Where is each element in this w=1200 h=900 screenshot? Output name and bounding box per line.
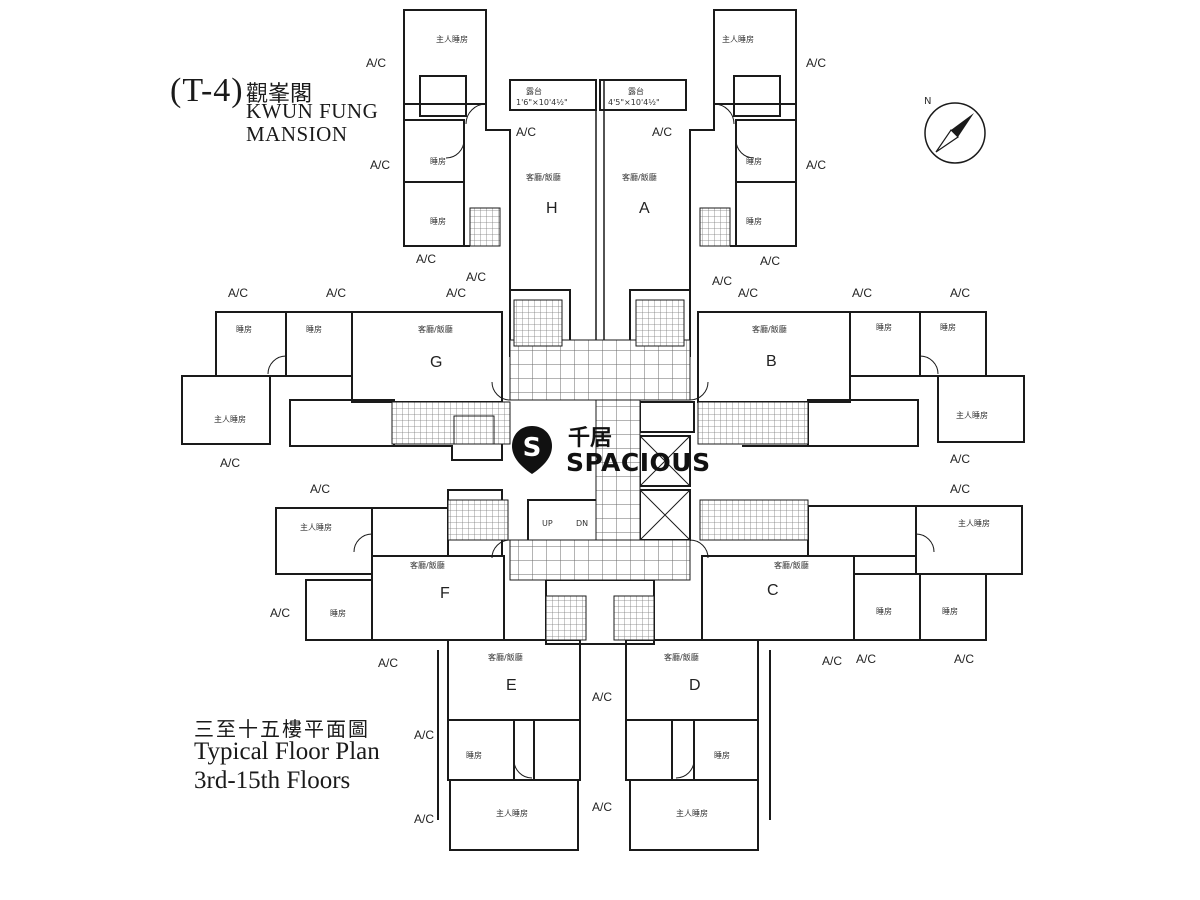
ac-marker: A/C — [950, 452, 971, 466]
ac-marker: A/C — [220, 456, 241, 470]
room-bedroom: 睡房 — [876, 607, 892, 616]
ac-marker: A/C — [228, 286, 249, 300]
tower-code: (T-4) — [170, 72, 244, 109]
ac-marker: A/C — [270, 606, 291, 620]
room-bedroom: 睡房 — [876, 323, 892, 332]
ac-marker: A/C — [592, 800, 613, 814]
ac-marker: A/C — [366, 56, 387, 70]
balcony-dimension: 1'6"×10'4½" — [516, 98, 568, 107]
door-swings — [267, 103, 939, 779]
ac-marker: A/C — [416, 252, 437, 266]
unit-h-walls — [403, 9, 597, 290]
compass-north-label: N — [924, 96, 932, 107]
room-bedroom: 睡房 — [746, 217, 762, 226]
unit-label-c: C — [767, 582, 779, 599]
tiled-floor-areas — [391, 207, 809, 641]
room-bedroom: 睡房 — [330, 609, 346, 618]
room-living-dining: 客廳/飯廳 — [488, 653, 523, 662]
ac-marker: A/C — [378, 656, 399, 670]
room-bedroom: 睡房 — [940, 323, 956, 332]
spacious-logo-icon: S — [512, 426, 552, 474]
ac-marker: A/C — [760, 254, 781, 268]
room-living-dining: 客廳/飯廳 — [410, 561, 445, 570]
unit-d-walls — [625, 639, 771, 851]
ac-marker: A/C — [712, 274, 733, 288]
room-living-dining: 客廳/飯廳 — [752, 325, 787, 334]
room-living-dining: 客廳/飯廳 — [664, 653, 699, 662]
room-master-bedroom: 主人睡房 — [300, 523, 332, 532]
ac-marker: A/C — [414, 728, 435, 742]
ac-marker: A/C — [466, 270, 487, 284]
ac-marker: A/C — [822, 654, 843, 668]
north-compass-icon — [924, 102, 986, 164]
room-bedroom: 睡房 — [236, 325, 252, 334]
room-bedroom: 睡房 — [746, 157, 762, 166]
watermark-text-en: SPACIOUS — [566, 448, 711, 477]
ac-marker: A/C — [370, 158, 391, 172]
svg-text:S: S — [523, 433, 542, 463]
ac-marker: A/C — [592, 690, 613, 704]
room-balcony: 露台 — [526, 87, 542, 96]
ac-marker: A/C — [806, 158, 827, 172]
room-living-dining: 客廳/飯廳 — [418, 325, 453, 334]
room-master-bedroom: 主人睡房 — [956, 411, 988, 420]
unit-label-a: A — [639, 200, 650, 217]
room-master-bedroom: 主人睡房 — [958, 519, 990, 528]
building-name-en-line1: KWUN FUNG — [246, 99, 379, 123]
unit-label-g: G — [430, 354, 443, 371]
room-living-dining: 客廳/飯廳 — [622, 173, 657, 182]
room-master-bedroom: 主人睡房 — [676, 809, 708, 818]
ac-marker: A/C — [954, 652, 975, 666]
ac-marker: A/C — [950, 286, 971, 300]
unit-label-d: D — [689, 677, 701, 694]
stair-up: UP — [542, 519, 553, 528]
room-master-bedroom: 主人睡房 — [436, 35, 468, 44]
watermark-text-cn: 千居 — [568, 426, 613, 451]
ac-marker: A/C — [446, 286, 467, 300]
floor-plan-title-cn: 三至十五樓平面圖 — [194, 719, 370, 741]
room-balcony: 露台 — [628, 87, 644, 96]
unit-label-f: F — [440, 585, 450, 602]
room-bedroom: 睡房 — [466, 751, 482, 760]
unit-a-walls — [599, 9, 797, 290]
room-bedroom: 睡房 — [306, 325, 322, 334]
room-master-bedroom: 主人睡房 — [496, 809, 528, 818]
floor-plan-title-en: Typical Floor Plan — [194, 738, 380, 765]
stair-down: DN — [576, 519, 589, 528]
ac-marker: A/C — [950, 482, 971, 496]
floor-plan-floors: 3rd-15th Floors — [194, 767, 351, 794]
room-living-dining: 客廳/飯廳 — [774, 561, 809, 570]
room-master-bedroom: 主人睡房 — [722, 35, 754, 44]
ac-marker: A/C — [852, 286, 873, 300]
ac-marker: A/C — [310, 482, 331, 496]
balcony-dimension: 4'5"×10'4½" — [608, 98, 660, 107]
room-bedroom: 睡房 — [430, 157, 446, 166]
building-name-en-line2: MANSION — [246, 122, 348, 146]
building-name-cn: 觀峯閣 — [246, 81, 313, 106]
watermark-logo: S 千居 SPACIOUS — [510, 418, 710, 482]
unit-label-e: E — [506, 677, 517, 694]
ac-marker: A/C — [326, 286, 347, 300]
ac-marker: A/C — [856, 652, 877, 666]
ac-marker: A/C — [652, 125, 673, 139]
unit-label-b: B — [766, 353, 777, 370]
room-bedroom: 睡房 — [714, 751, 730, 760]
room-living-dining: 客廳/飯廳 — [526, 173, 561, 182]
unit-e-walls — [437, 639, 581, 851]
ac-marker: A/C — [414, 812, 435, 826]
unit-label-h: H — [546, 200, 558, 217]
room-bedroom: 睡房 — [942, 607, 958, 616]
ac-marker: A/C — [738, 286, 759, 300]
ac-marker: A/C — [516, 125, 537, 139]
room-bedroom: 睡房 — [430, 217, 446, 226]
room-master-bedroom: 主人睡房 — [214, 415, 246, 424]
ac-marker: A/C — [806, 56, 827, 70]
